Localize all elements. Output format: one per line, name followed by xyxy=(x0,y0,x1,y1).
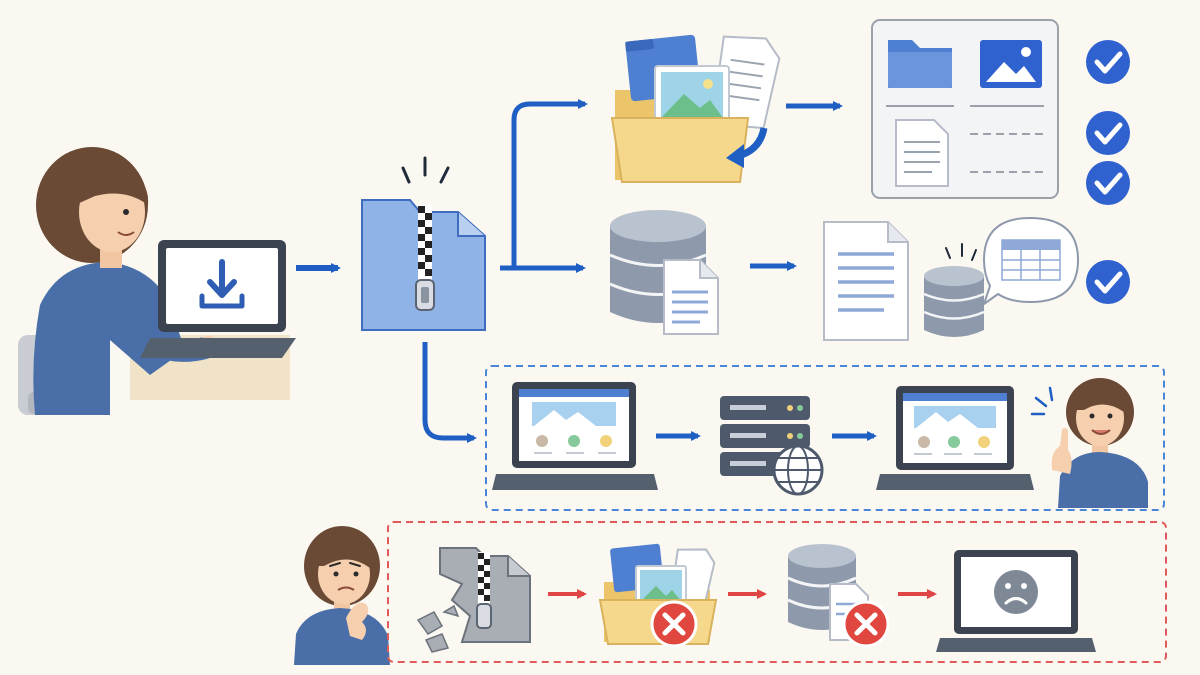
user-at-laptop xyxy=(18,147,290,415)
arrow-archive-to-extract xyxy=(500,99,588,271)
happy-user-pointing xyxy=(1030,378,1148,508)
check-icon xyxy=(1086,111,1130,155)
error-x-icon xyxy=(650,600,698,648)
zip-archive-icon xyxy=(361,156,486,331)
download-icon xyxy=(199,259,245,309)
error-x-icon xyxy=(842,600,890,648)
check-icon xyxy=(1086,40,1130,84)
user-laptop xyxy=(140,240,296,358)
document-icon xyxy=(663,259,719,335)
broken-zip-icon xyxy=(416,547,531,653)
check-icon xyxy=(1086,161,1130,205)
data-table-bubble xyxy=(982,216,1080,307)
website-laptop-icon xyxy=(876,386,1034,490)
check-icon xyxy=(1086,260,1130,304)
sad-face-laptop xyxy=(936,550,1096,652)
document-icon xyxy=(823,221,909,341)
database-icon xyxy=(923,243,985,337)
worried-user xyxy=(294,526,390,665)
folder-extract-icon xyxy=(610,34,781,183)
arrow-archive-to-deploy xyxy=(422,342,477,443)
website-laptop-icon xyxy=(492,382,658,490)
server-globe-icon xyxy=(720,396,824,496)
organized-files-panel xyxy=(871,19,1059,199)
